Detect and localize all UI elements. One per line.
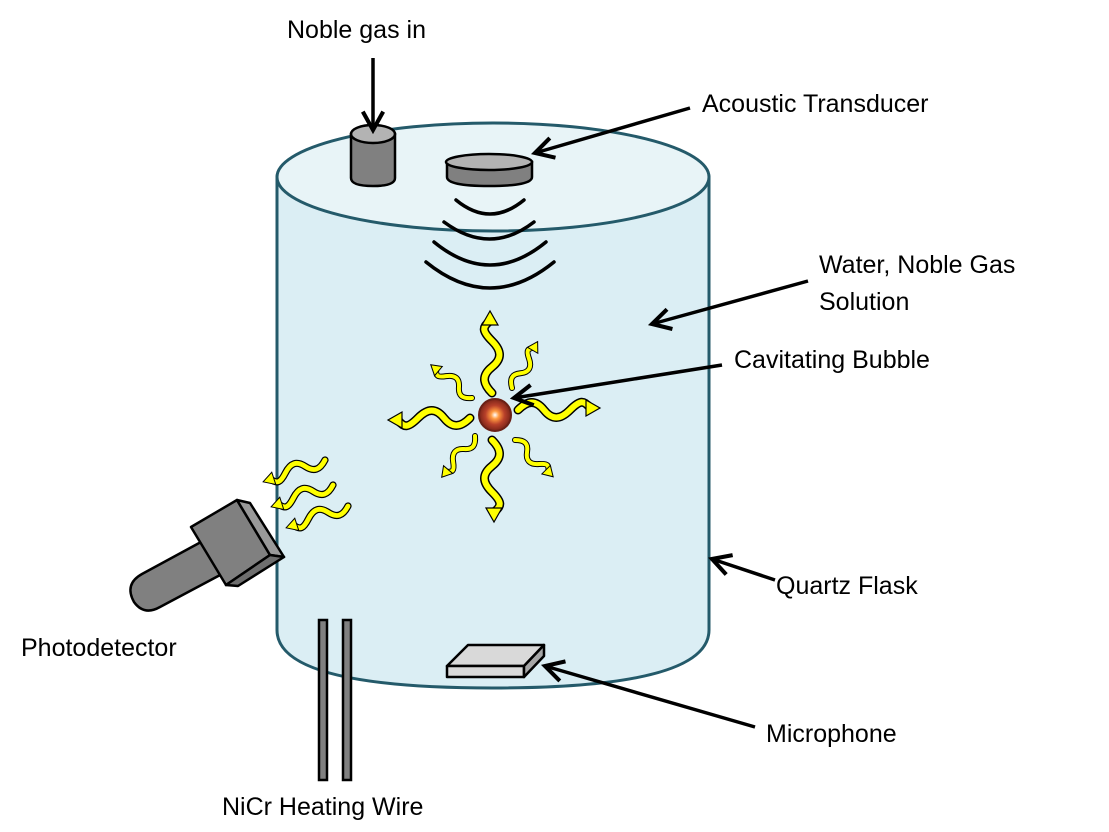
bubble-icon <box>478 398 512 432</box>
label-photodetector: Photodetector <box>21 634 177 662</box>
photodetector-icon <box>129 498 286 612</box>
label-heating-wire: NiCr Heating Wire <box>222 793 423 821</box>
gas-inlet-icon <box>349 123 397 188</box>
acoustic-waves-icon <box>424 198 556 290</box>
microphone-icon <box>445 643 546 679</box>
heating-wire-icon <box>317 618 353 782</box>
label-cavitating-bubble: Cavitating Bubble <box>734 346 930 374</box>
cavitating-bubble-group <box>388 311 600 522</box>
label-solution-line1: Water, Noble Gas <box>819 251 1015 279</box>
pointer-arrows <box>373 58 809 729</box>
label-microphone: Microphone <box>766 720 897 748</box>
label-solution-line2: Solution <box>819 288 909 316</box>
label-quartz-flask: Quartz Flask <box>776 572 918 600</box>
acoustic-transducer-icon <box>444 152 534 188</box>
label-noble-gas-in: Noble gas in <box>287 16 426 44</box>
label-acoustic-transducer: Acoustic Transducer <box>702 90 929 118</box>
